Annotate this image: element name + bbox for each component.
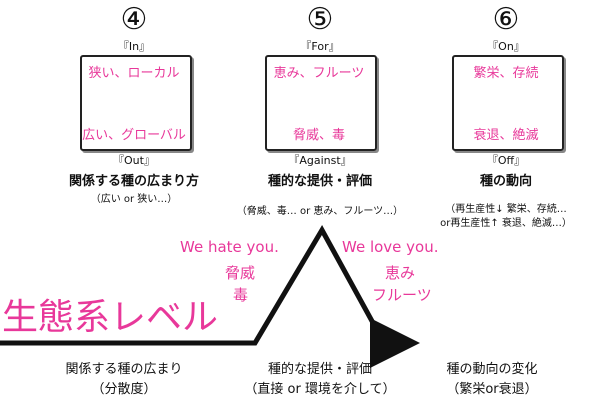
right-english-label: We love you.: [342, 238, 439, 256]
left-jp-label-1: 脅威: [225, 264, 256, 282]
tag-for: 『For』: [300, 40, 340, 53]
left-english-label: We hate you.: [180, 238, 279, 256]
card-top-text: 狭い、ローカル: [88, 66, 180, 81]
bottom-label-2: 種的な提供・評価: [267, 362, 372, 377]
card-bottom-text: 脅威、毒: [292, 128, 345, 143]
column-subtext: （脅威、毒… or 恵み、フルーツ…）: [236, 206, 404, 217]
card-for-against: [265, 55, 377, 151]
tag-in: 『In』: [117, 40, 151, 53]
tag-off: 『Off』: [486, 154, 526, 167]
column-heading: 種的な提供・評価: [267, 174, 372, 189]
card-on-off: [452, 55, 564, 151]
triangle-line: [0, 224, 420, 368]
tag-against: 『Against』: [288, 154, 352, 167]
bottom-label-1-sub: （分散度）: [91, 382, 157, 397]
bottom-label-3-sub: （繁栄or衰退）: [446, 382, 538, 397]
bottom-label-1: 関係する種の広まり: [65, 362, 183, 377]
left-jp-label-2: 毒: [233, 286, 249, 304]
column-heading: 関係する種の広まり方: [68, 174, 199, 189]
right-jp-label-1: 恵み: [385, 264, 416, 282]
column-subtext-2: or再生産性↑ 衰退、絶滅…）: [440, 218, 572, 229]
column-subtext: （広い or 狭い…）: [90, 194, 178, 205]
right-jp-label-2: フルーツ: [372, 286, 432, 304]
tag-out: 『Out』: [113, 154, 155, 167]
card-bottom-text: 衰退、絶滅: [473, 128, 539, 143]
column-number-6: ⑥: [492, 2, 520, 37]
card-in-out: [80, 55, 192, 151]
column-number-4: ④: [120, 2, 148, 37]
column-heading: 種の動向: [479, 174, 532, 189]
card-bottom-text: 広い、グローバル: [82, 128, 186, 143]
tag-on: 『On』: [487, 40, 525, 53]
bottom-label-2-sub: （直接 or 環境を介して）: [244, 382, 396, 397]
column-subtext: （再生産性↓ 繁栄、存続…: [445, 204, 567, 215]
column-number-5: ⑤: [306, 2, 334, 37]
ecosystem-level-label: 生態系レベル: [2, 297, 219, 338]
card-top-text: 繁栄、存続: [473, 66, 539, 81]
bottom-label-3: 種の動向の変化: [446, 362, 538, 377]
card-top-text: 恵み、フルーツ: [273, 66, 365, 81]
